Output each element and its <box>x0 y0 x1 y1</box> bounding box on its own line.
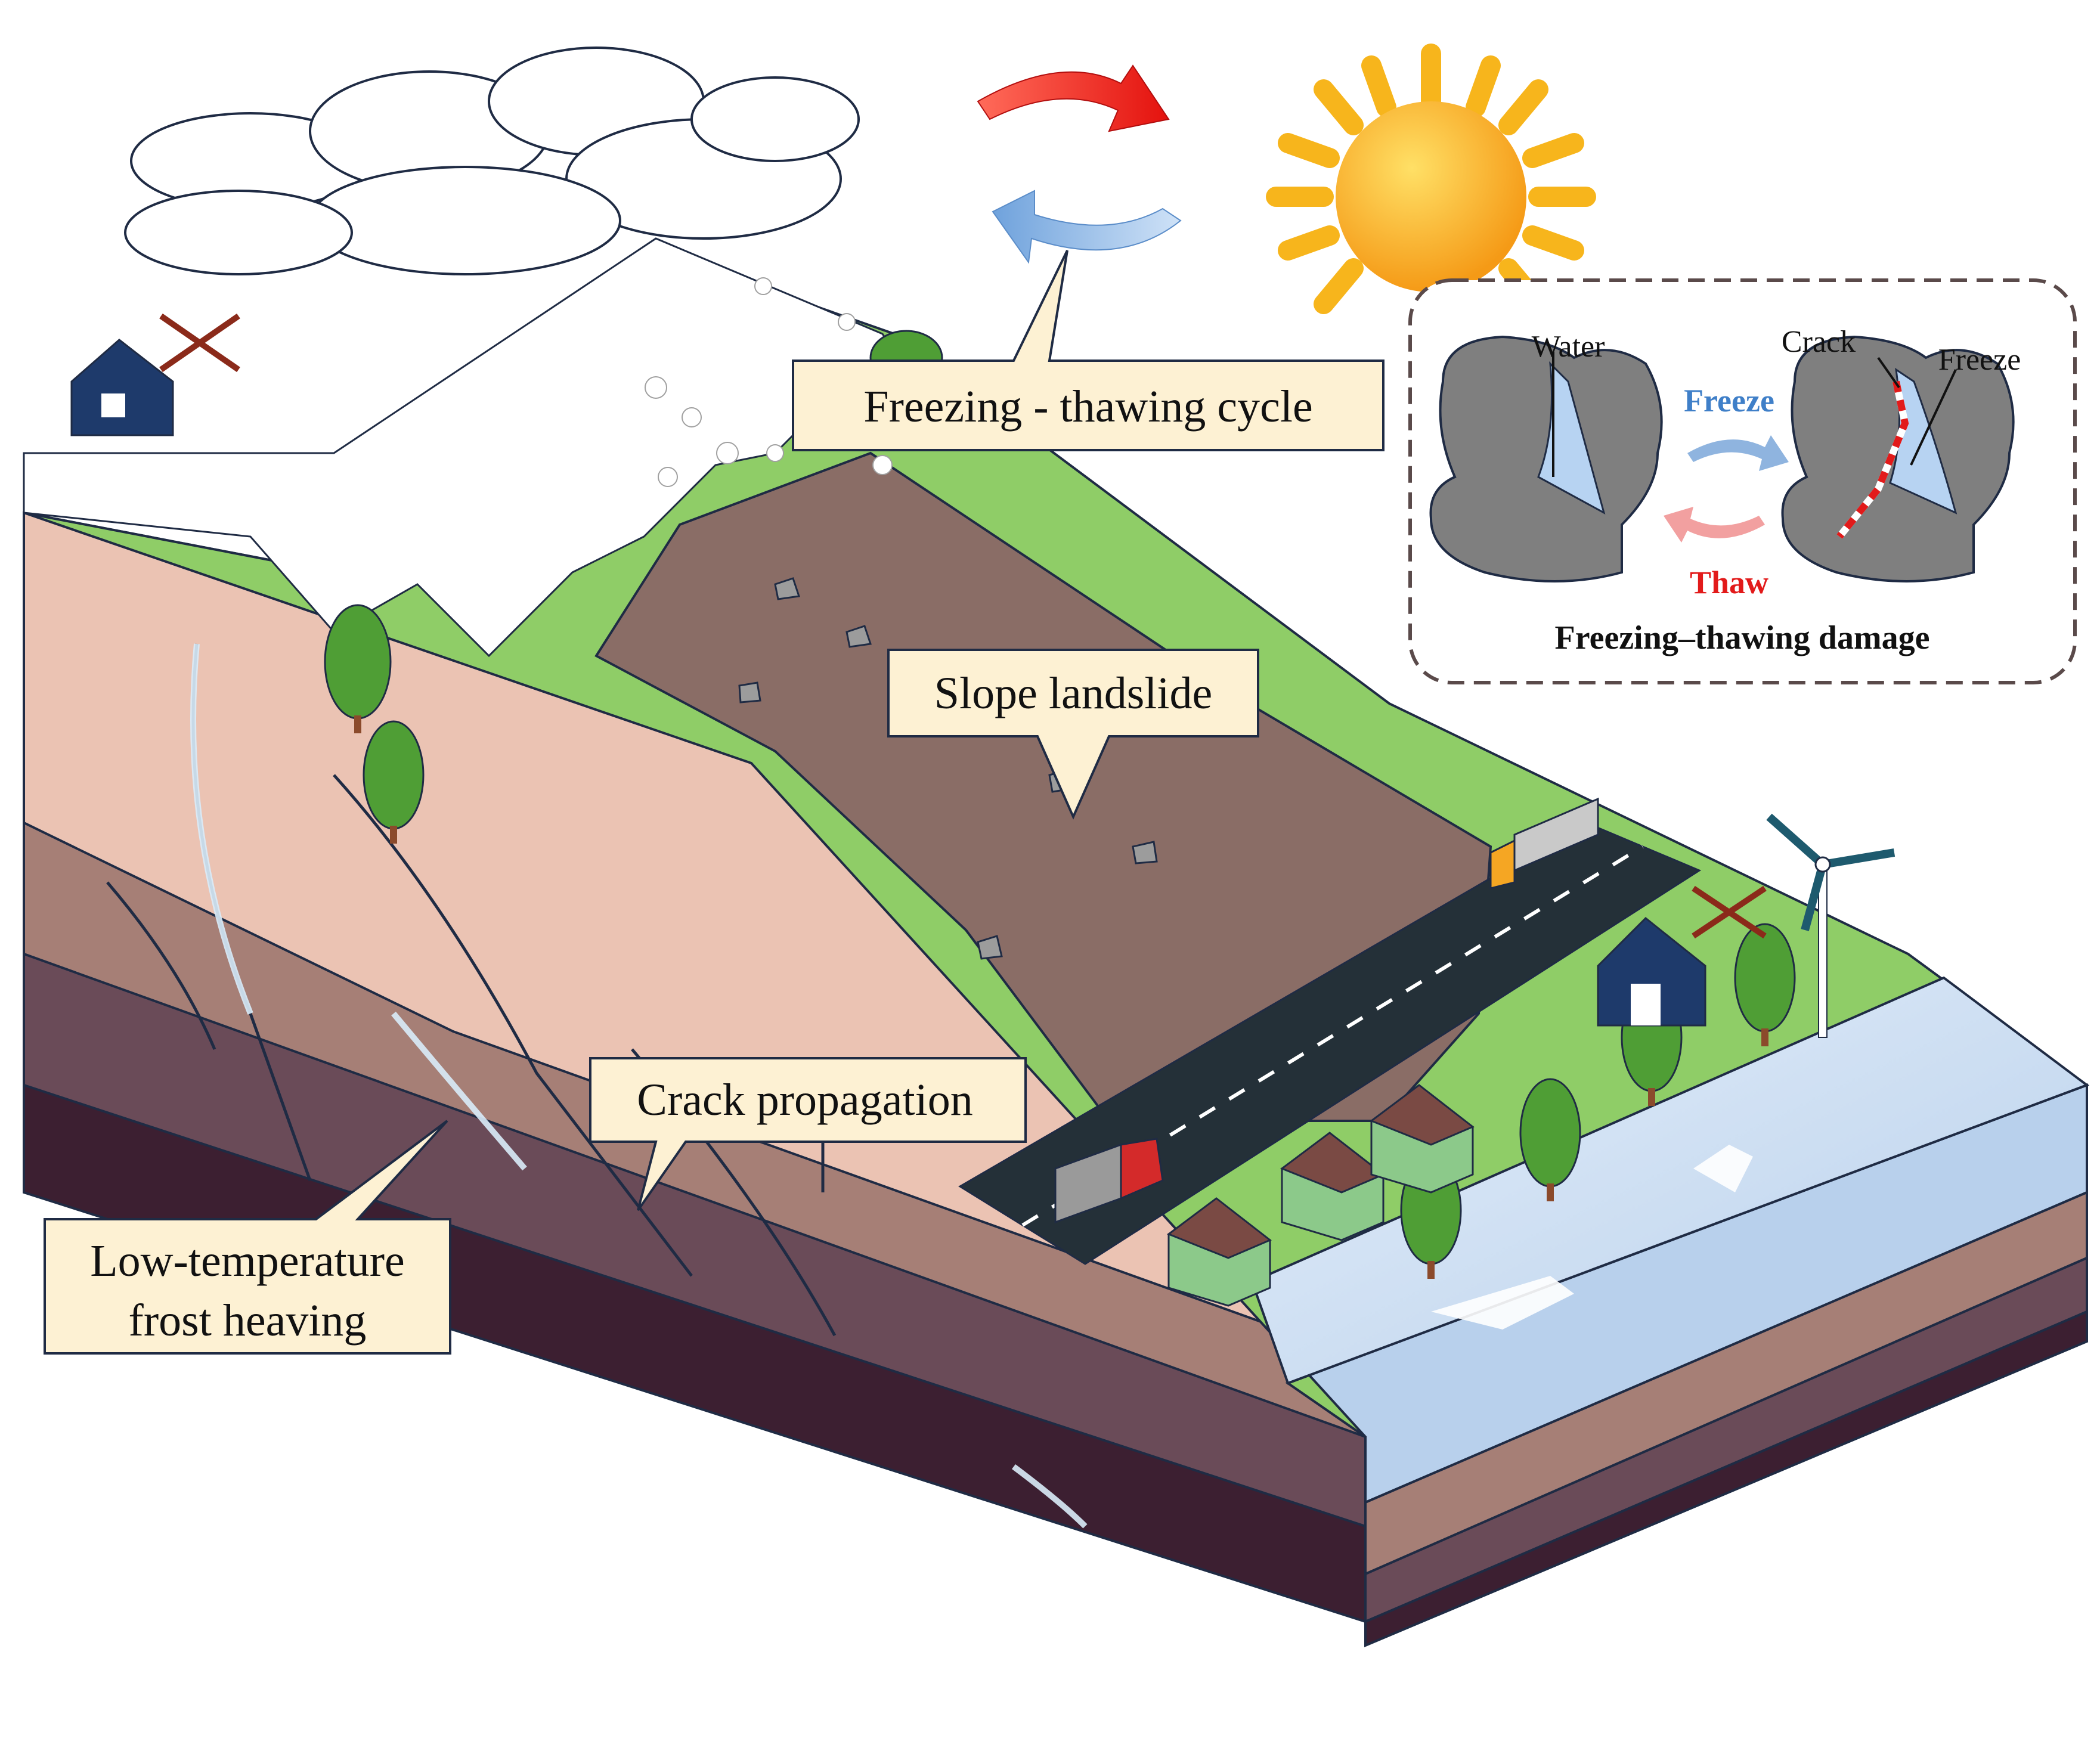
callout-crack-text: Crack propagation <box>637 1075 972 1125</box>
rock-freeze-icon <box>1781 335 2015 582</box>
red-cycle-arrow <box>977 64 1170 132</box>
callout-freeze-thaw-text: Freezing - thawing cycle <box>863 382 1312 432</box>
callout-frost-line1: Low-temperature <box>90 1236 405 1286</box>
callout-freeze-thaw: Freezing - thawing cycle <box>792 250 1384 451</box>
right-face-base <box>1364 1309 2088 1648</box>
tree-icon <box>1734 923 1796 1046</box>
truck-icon <box>1489 797 1599 890</box>
tree-icon <box>363 720 425 844</box>
freeze-arrow-icon <box>1687 435 1789 471</box>
barn-icon <box>1597 916 1706 1027</box>
blue-cycle-arrow <box>992 190 1182 264</box>
inset-water-label: Water <box>1532 330 1605 364</box>
house-icon <box>1166 1197 1272 1307</box>
thaw-arrow-icon <box>1664 507 1765 543</box>
inset-caption: Freezing–thawing damage <box>1555 619 1930 656</box>
inset-freeze-label: Freeze <box>1938 343 2021 377</box>
truck-icon <box>1054 1138 1164 1224</box>
windmill-icon <box>159 313 1767 939</box>
house-icon <box>1369 1084 1475 1194</box>
rock-water-icon <box>1429 335 1663 582</box>
snowflakes <box>645 277 893 487</box>
trees <box>324 330 1796 1279</box>
inset-freeze-arrow-text: Freeze <box>1684 383 1774 419</box>
tree-icon <box>324 604 392 733</box>
houses <box>70 339 1706 1307</box>
barn-icon <box>70 339 174 436</box>
ice-patch <box>1431 1145 1753 1330</box>
callout-landslide-text: Slope landslide <box>934 668 1213 718</box>
callout-frost-line2: frost heaving <box>129 1296 367 1346</box>
tree-icon <box>1519 1078 1581 1201</box>
inset-crack-label: Crack <box>1782 325 1856 359</box>
ice-cracks <box>190 643 1088 1529</box>
inset-thaw-arrow-text: Thaw <box>1690 565 1768 600</box>
inset-panel: Water Crack Freeze Freeze Thaw Freezing–… <box>1408 278 2077 684</box>
river <box>1250 976 2090 1385</box>
callout-frost: Low-temperature frost heaving <box>44 1120 451 1355</box>
callout-crack: Crack propagation <box>589 1057 1027 1211</box>
wind-turbine-icon <box>1766 813 1895 1038</box>
callout-landslide: Slope landslide <box>887 649 1259 820</box>
cloud-icon <box>124 47 860 275</box>
